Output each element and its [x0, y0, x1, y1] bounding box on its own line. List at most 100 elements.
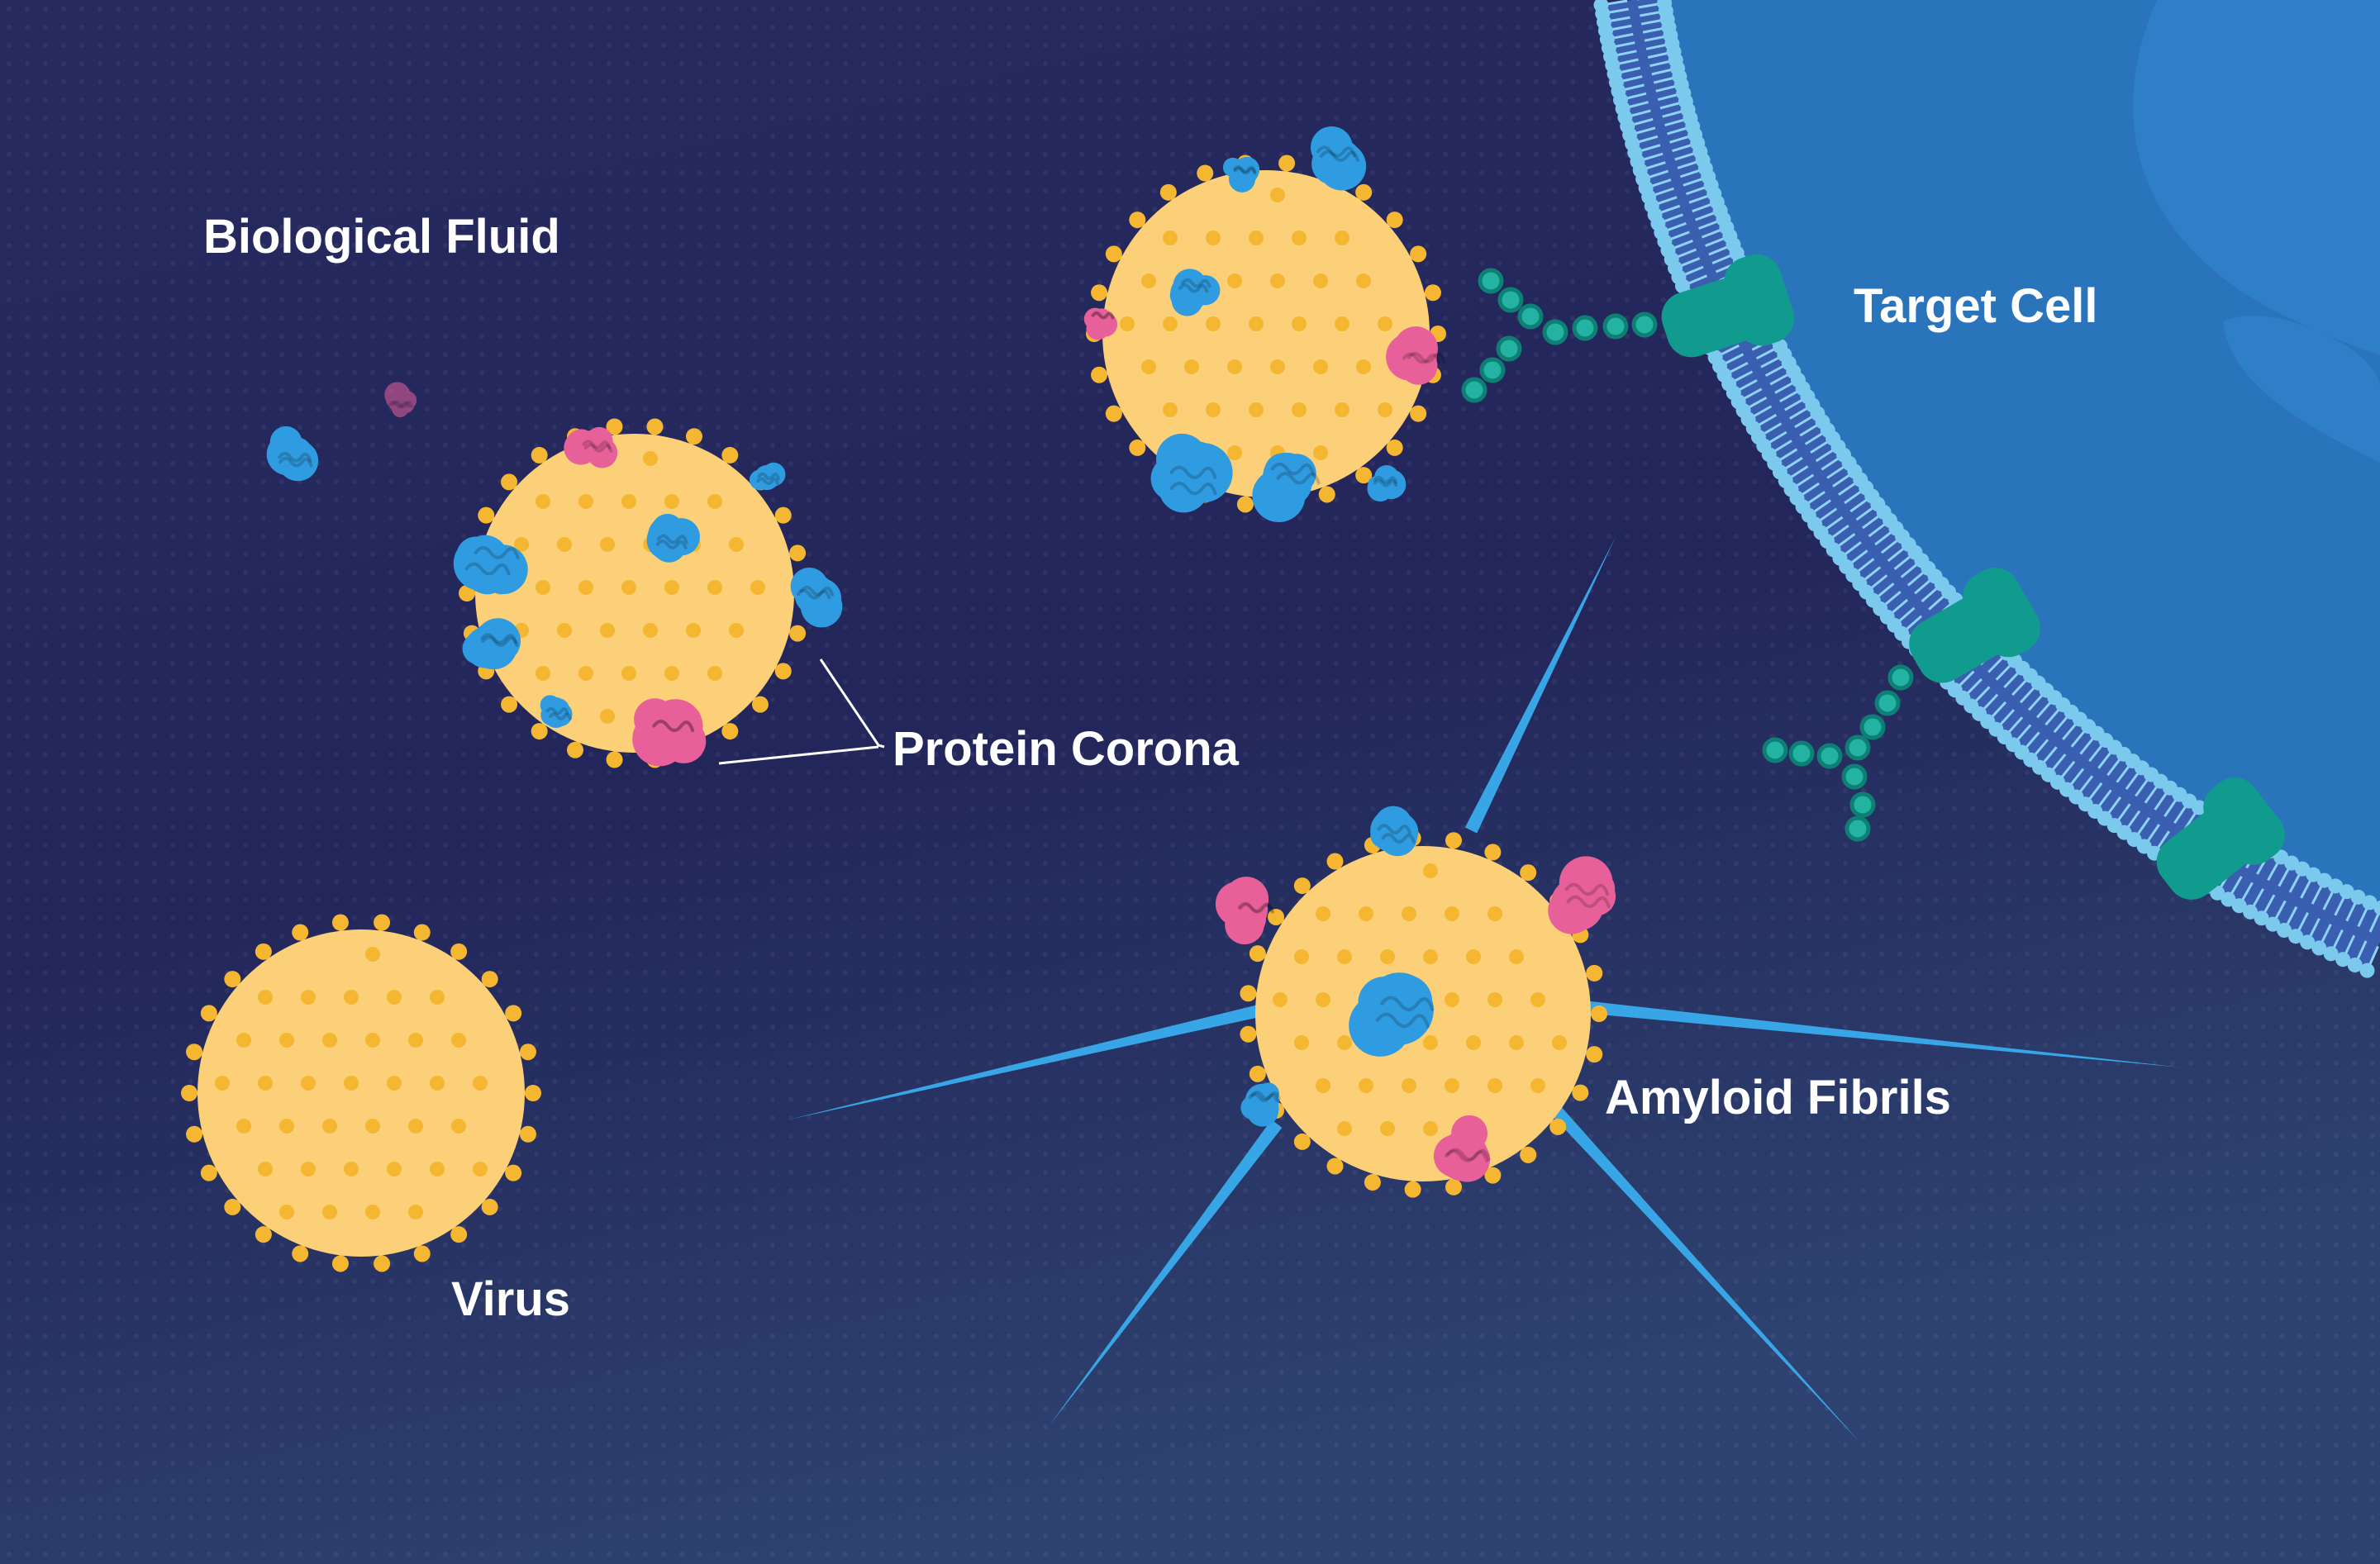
- protein-fold: [1319, 150, 1360, 163]
- lipid-tail: [2345, 902, 2357, 922]
- virus-surface-dot: [664, 666, 679, 681]
- antibody-bead: [1788, 740, 1815, 767]
- lipid-tail: [2344, 934, 2356, 954]
- lipid-tail: [2154, 792, 2168, 811]
- lipid-tail: [1880, 540, 1898, 554]
- virus-body: [198, 929, 525, 1257]
- antibody-bead: [1859, 714, 1886, 740]
- lipid-tail: [1647, 51, 1668, 59]
- lipid-tail: [1755, 348, 1775, 360]
- protein-blob-icon: [1222, 156, 1260, 193]
- virus-spike-tip: [413, 924, 431, 941]
- lipid-tail: [2088, 782, 2103, 800]
- lipid-head: [2339, 884, 2354, 900]
- protein-lump: [761, 462, 786, 487]
- lipid-tail: [1753, 405, 1773, 417]
- lipid-tail: [2278, 868, 2290, 887]
- lipid-tail: [1687, 274, 1708, 285]
- virus-surface-dot: [1509, 949, 1524, 964]
- lipid-head: [2295, 861, 2311, 877]
- virus-spike-tip: [1410, 405, 1427, 422]
- virus-spike-tip: [459, 585, 475, 601]
- lipid-tail: [1644, 36, 1664, 42]
- virus-surface-dot: [1313, 273, 1328, 288]
- virus-surface-dot: [1270, 273, 1285, 288]
- amyloid-fibrils: [789, 537, 2182, 1442]
- lipid-tail: [1826, 465, 1844, 479]
- lipid-tail: [1870, 574, 1888, 589]
- protein-fold: [1564, 882, 1609, 896]
- virus-surface-dot: [365, 947, 380, 962]
- lipid-tail: [1711, 254, 1731, 264]
- corona-pointer: [718, 658, 885, 765]
- virus-surface-dot: [600, 537, 615, 552]
- lipid-tail: [1764, 364, 1784, 377]
- protein-fold: [481, 635, 519, 647]
- lipid-tail: [1645, 161, 1666, 170]
- virus-spike-tip: [374, 914, 391, 931]
- label-biological-fluid: Biological Fluid: [203, 210, 560, 264]
- protein-fold: [1091, 311, 1115, 320]
- lipid-tail: [1624, 83, 1645, 91]
- protein-lump: [646, 520, 687, 560]
- virus-spike-tip: [501, 473, 518, 491]
- lipid-tail: [1921, 587, 1938, 603]
- lipid-tail: [1760, 356, 1779, 368]
- virus-surface-dot: [1378, 402, 1392, 417]
- lipid-tail: [1914, 579, 1931, 595]
- lipid-head: [2359, 963, 2375, 978]
- lipid-tail: [1633, 117, 1654, 126]
- lipid-tail: [1608, 7, 1630, 14]
- antibody-bead: [1517, 303, 1544, 330]
- lipid-tail: [1959, 670, 1975, 687]
- virus-spike-tip: [505, 1164, 522, 1181]
- antibody-bead: [1572, 315, 1598, 341]
- virus-surface-dot: [1356, 273, 1371, 288]
- virus-surface-dot: [1313, 359, 1328, 374]
- virus-spike-tip: [1293, 877, 1311, 895]
- lipid-tail: [2034, 739, 2049, 756]
- lipid-tail: [1649, 59, 1670, 68]
- lipid-tail: [2286, 906, 2298, 925]
- virus-surface-dot: [279, 1119, 294, 1134]
- virus-surface-dot: [387, 1076, 402, 1091]
- protein-fold: [1380, 996, 1435, 1011]
- lipid-tail: [1657, 196, 1678, 205]
- virus-spike-tip: [1355, 467, 1373, 484]
- virus-spike-tip: [721, 723, 739, 740]
- antibody-bead: [1874, 690, 1901, 716]
- protein-blob-icon: [646, 513, 700, 563]
- virus-surface-dot: [1466, 1035, 1481, 1050]
- protein-blob-icon: [790, 568, 843, 628]
- lipid-tail: [1794, 416, 1813, 429]
- antibody-icon: [1461, 268, 1658, 403]
- virus-surface-dot: [258, 1162, 273, 1177]
- protein-fold: [1091, 311, 1115, 320]
- virus-surface-dot: [664, 580, 679, 595]
- lipid-tail: [1844, 541, 1862, 556]
- free-proteins: [266, 382, 417, 482]
- virus-surface-dot: [236, 1119, 251, 1134]
- virus-spike-tip: [1586, 964, 1603, 982]
- lipid-tail: [1891, 598, 1909, 614]
- lipid-tail: [2144, 786, 2159, 804]
- virus-surface-dot: [451, 1033, 466, 1048]
- virus-surface-dot: [729, 537, 744, 552]
- virus-surface-dot: [1335, 231, 1349, 245]
- virus-surface-dot: [1273, 992, 1288, 1007]
- virus-surface-dot: [643, 623, 658, 638]
- virus-surface-dot: [1359, 906, 1373, 921]
- protein-lump: [269, 425, 302, 459]
- protein-lump: [1237, 892, 1268, 924]
- virus-surface-dot: [215, 1076, 230, 1091]
- lipid-tail: [1974, 686, 1991, 702]
- protein-fold: [1407, 351, 1446, 364]
- virus-spike-tip: [331, 1255, 349, 1272]
- protein-lump: [1394, 337, 1428, 372]
- lipid-tail: [2241, 882, 2254, 901]
- lipid-tail: [1626, 92, 1647, 100]
- virus-surface-dot: [344, 1076, 359, 1091]
- virus-spike-tip: [1268, 908, 1285, 925]
- lipid-tail: [1804, 432, 1823, 445]
